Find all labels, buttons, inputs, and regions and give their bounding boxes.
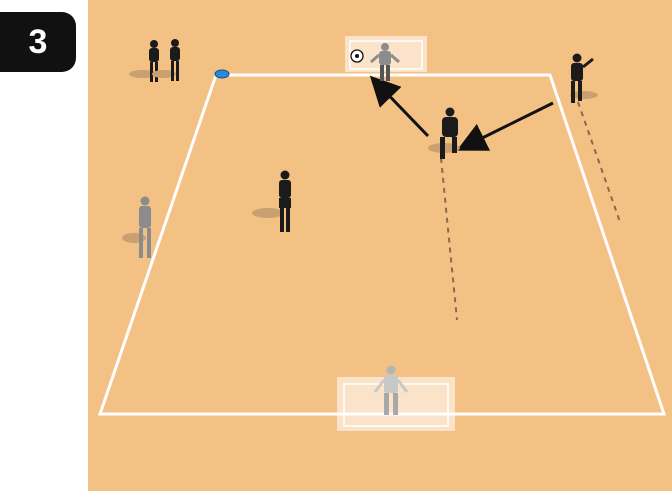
ball — [351, 50, 363, 62]
blue-cone — [215, 70, 229, 78]
step-number-badge: 3 — [0, 12, 76, 72]
